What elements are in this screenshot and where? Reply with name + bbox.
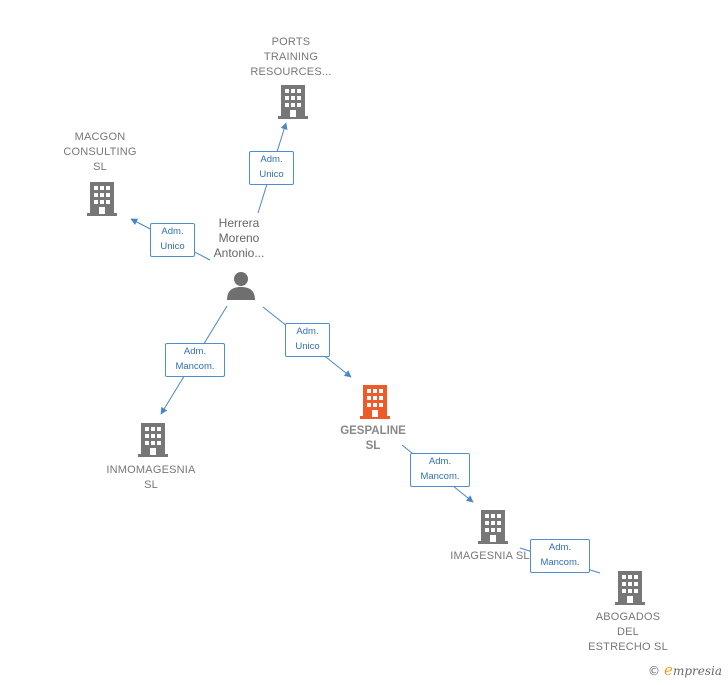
copyright-symbol: © [648,664,661,678]
brand-name: mpresia [672,664,722,678]
building-icon[interactable] [478,510,508,544]
company-abogados-name[interactable]: ABOGADOS DEL ESTRECHO SL [588,611,668,653]
building-icon[interactable] [87,182,117,216]
company-imagesnia-name[interactable]: IMAGESNIA SL [450,550,530,562]
building-icon[interactable] [138,423,168,457]
person-icon[interactable] [226,270,256,300]
company-ports-name[interactable]: PORTS TRAINING RESOURCES... [250,36,332,78]
edge-label-to-ports[interactable]: Adm. Unico [249,151,294,185]
building-icon[interactable] [278,85,308,119]
edge-label-imagesnia-to-abogados[interactable]: Adm. Mancom. [530,539,590,573]
edge-label-to-macgon[interactable]: Adm. Unico [150,223,195,257]
edge-label-to-inmomagesnia[interactable]: Adm. Mancom. [165,343,225,377]
company-macgon-name[interactable]: MACGON CONSULTING SL [63,131,137,173]
brand-logo-letter: e [664,661,673,679]
building-icon-focus[interactable] [360,385,390,419]
company-gespaline-name[interactable]: GESPALINE SL [340,425,406,452]
building-icon[interactable] [615,571,645,605]
edge-label-to-gespaline[interactable]: Adm. Unico [285,323,330,357]
person-name[interactable]: Herrera Moreno Antonio... [213,216,265,260]
company-inmomagesnia-name[interactable]: INMOMAGESNIA SL [106,464,196,491]
brand-watermark: ©empresia [648,661,722,679]
edge-label-gespaline-to-imagesnia[interactable]: Adm. Mancom. [410,453,470,487]
